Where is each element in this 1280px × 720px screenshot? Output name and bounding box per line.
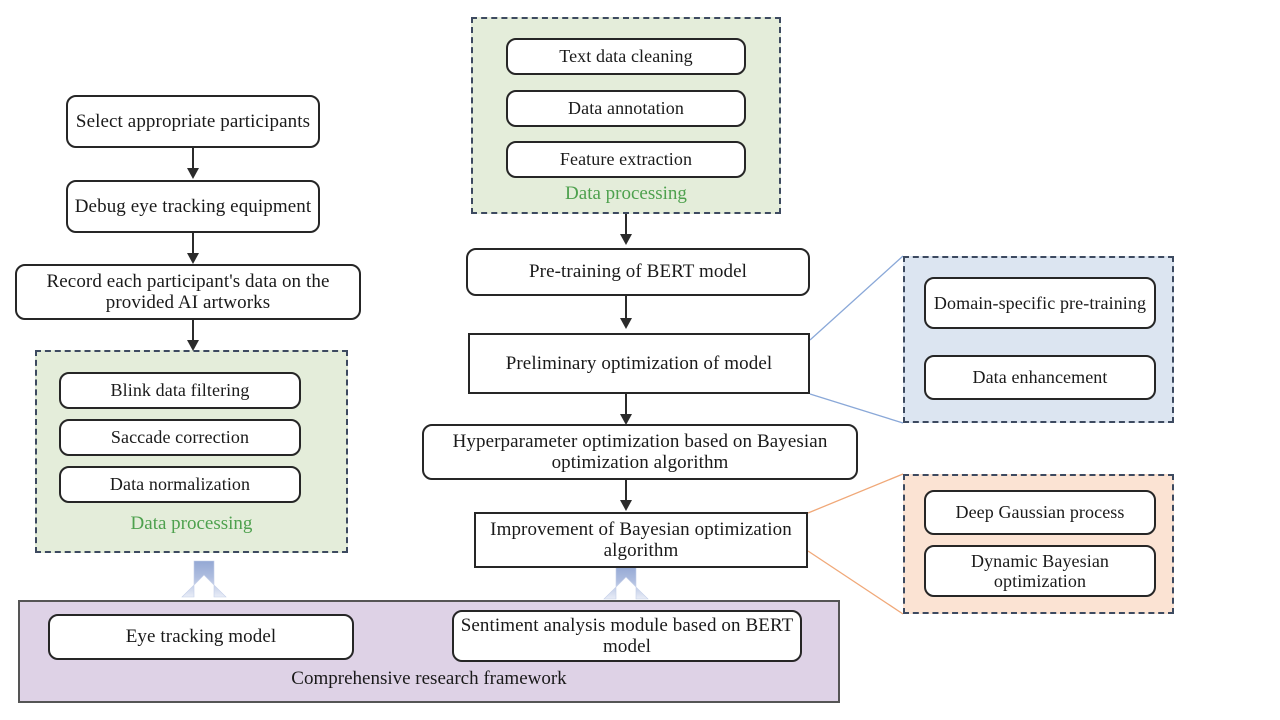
- node-sentiment-analysis-module[interactable]: Sentiment analysis module based on BERT …: [452, 610, 802, 662]
- node-label: Hyperparameter optimization based on Bay…: [452, 430, 828, 473]
- node-preliminary-optimization[interactable]: Preliminary optimization of model: [468, 333, 810, 394]
- node-label: Select appropriate participants: [75, 110, 311, 132]
- block-arrow-sentiment: [603, 565, 649, 600]
- arrow-hyperparameter-to-improvement: [625, 480, 627, 502]
- block-arrow-eye-tracking: [181, 560, 227, 598]
- node-label: Data enhancement: [972, 367, 1108, 388]
- node-label: Data annotation: [568, 98, 684, 119]
- node-label: Data normalization: [109, 474, 251, 495]
- node-label: Deep Gaussian process: [955, 502, 1125, 523]
- node-label: Saccade correction: [110, 427, 250, 448]
- node-label: Domain-specific pre-training: [933, 292, 1147, 313]
- connector-preliminary-top: [809, 255, 904, 341]
- panel-label-text-processing: Data processing: [565, 183, 687, 204]
- connector-preliminary-bottom: [809, 393, 904, 424]
- arrowhead-preliminary-to-hyperparameter: [620, 414, 632, 425]
- node-record-data[interactable]: Record each participant's data on the pr…: [15, 264, 361, 320]
- node-text-data-cleaning[interactable]: Text data cleaning: [506, 38, 746, 75]
- arrow-record-to-processing: [192, 320, 194, 342]
- node-blink-data-filtering[interactable]: Blink data filtering: [59, 372, 301, 409]
- node-select-participants[interactable]: Select appropriate participants: [66, 95, 320, 148]
- arrow-preliminary-to-hyperparameter: [625, 394, 627, 416]
- arrowhead-debug-to-record: [187, 253, 199, 264]
- node-label: Debug eye tracking equipment: [74, 195, 312, 217]
- node-label: Text data cleaning: [559, 46, 693, 67]
- node-bayesian-improvement[interactable]: Improvement of Bayesian optimization alg…: [474, 512, 808, 568]
- node-label: Blink data filtering: [110, 380, 250, 401]
- arrow-processing-to-pretraining: [625, 214, 627, 236]
- node-debug-equipment[interactable]: Debug eye tracking equipment: [66, 180, 320, 233]
- node-feature-extraction[interactable]: Feature extraction: [506, 141, 746, 178]
- panel-label-eye-tracking-processing: Data processing: [130, 513, 253, 534]
- node-data-enhancement[interactable]: Data enhancement: [924, 355, 1156, 400]
- node-domain-specific-pretraining[interactable]: Domain-specific pre-training: [924, 277, 1156, 329]
- node-label: Record each participant's data on the pr…: [46, 270, 330, 313]
- node-bert-pretraining[interactable]: Pre-training of BERT model: [466, 248, 810, 296]
- arrowhead-record-to-processing: [187, 340, 199, 351]
- node-label: Eye tracking model: [125, 626, 277, 648]
- framework-bar-label: Comprehensive research framework: [291, 668, 567, 689]
- arrow-debug-to-record: [192, 233, 194, 255]
- node-label: Dynamic Bayesian optimization: [970, 550, 1110, 591]
- node-label: Preliminary optimization of model: [505, 352, 773, 374]
- node-label: Pre-training of BERT model: [529, 261, 747, 283]
- node-hyperparameter-optimization[interactable]: Hyperparameter optimization based on Bay…: [422, 424, 858, 480]
- node-dynamic-bayesian-optimization[interactable]: Dynamic Bayesian optimization: [924, 545, 1156, 597]
- node-data-normalization[interactable]: Data normalization: [59, 466, 301, 503]
- arrowhead-pretraining-to-preliminary: [620, 318, 632, 329]
- node-deep-gaussian-process[interactable]: Deep Gaussian process: [924, 490, 1156, 535]
- arrowhead-processing-to-pretraining: [620, 234, 632, 245]
- node-label: Sentiment analysis module based on BERT …: [460, 614, 794, 657]
- node-label: Feature extraction: [559, 149, 693, 170]
- arrowhead-hyperparameter-to-improvement: [620, 500, 632, 511]
- arrow-select-to-debug: [192, 148, 194, 170]
- node-data-annotation[interactable]: Data annotation: [506, 90, 746, 127]
- arrow-pretraining-to-preliminary: [625, 296, 627, 320]
- node-eye-tracking-model[interactable]: Eye tracking model: [48, 614, 354, 660]
- node-saccade-correction[interactable]: Saccade correction: [59, 419, 301, 456]
- arrowhead-select-to-debug: [187, 168, 199, 179]
- node-label: Improvement of Bayesian optimization alg…: [490, 518, 792, 561]
